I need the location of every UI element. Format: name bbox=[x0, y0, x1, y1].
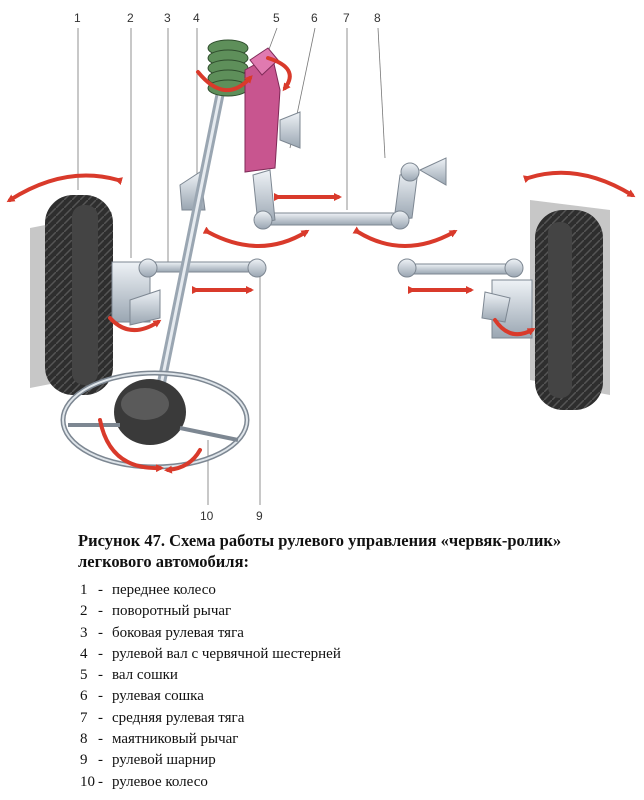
motion-arrows bbox=[6, 56, 636, 474]
callout-label-1: 1 bbox=[74, 11, 81, 25]
legend-text: средняя рулевая тяга bbox=[112, 709, 245, 726]
legend-dash: - bbox=[98, 752, 103, 769]
steering-linkage bbox=[129, 111, 524, 326]
legend-text: переднее колесо bbox=[112, 582, 216, 598]
legend-item-4: 4-рулевой вал с червячной шестерней bbox=[80, 644, 620, 665]
figure-caption: Рисунок 47. Схема работы рулевого управл… bbox=[78, 530, 628, 572]
legend-item-9: 9-рулевой шарнир bbox=[80, 750, 620, 771]
callout-label-6: 6 bbox=[311, 11, 318, 25]
legend-number: 2 bbox=[80, 603, 88, 620]
legend-dash: - bbox=[98, 582, 103, 598]
legend-text: рулевой шарнир bbox=[112, 752, 216, 769]
legend-item-5: 5-вал сошки bbox=[80, 665, 620, 686]
gearbox bbox=[244, 47, 281, 173]
legend-item-10: 10-рулевое колесо bbox=[80, 772, 620, 793]
legend-number: 9 bbox=[80, 752, 88, 769]
callout-label-7: 7 bbox=[343, 11, 350, 25]
legend-text: поворотный рычаг bbox=[112, 603, 232, 620]
legend-dash: - bbox=[98, 773, 103, 790]
legend-text: вал сошки bbox=[112, 667, 178, 684]
legend-text: рулевое колесо bbox=[112, 773, 208, 790]
legend-text: боковая рулевая тяга bbox=[112, 624, 244, 641]
legend-number: 6 bbox=[80, 688, 88, 705]
legend-dash: - bbox=[98, 645, 103, 662]
legend-text: рулевая сошка bbox=[112, 688, 204, 705]
worm-gear bbox=[207, 39, 249, 97]
legend-item-3: 3-боковая рулевая тяга bbox=[80, 623, 620, 644]
legend-item-2: 2-поворотный рычаг bbox=[80, 601, 620, 622]
steering-diagram bbox=[6, 27, 636, 505]
legend-number: 1 bbox=[80, 582, 88, 598]
legend-item-8: 8-маятниковый рычаг bbox=[80, 729, 620, 750]
callout-label-3: 3 bbox=[164, 11, 171, 25]
right-front-wheel bbox=[491, 200, 610, 410]
callout-label-8: 8 bbox=[374, 11, 381, 25]
legend-number: 4 bbox=[80, 645, 88, 662]
steering-shaft bbox=[155, 65, 230, 395]
caption-line-1: Рисунок 47. Схема работы рулевого управл… bbox=[78, 531, 562, 550]
legend-number: 10 bbox=[80, 773, 95, 790]
caption-line-2: легкового автомобиля: bbox=[78, 552, 249, 571]
legend-text: рулевой вал с червячной шестерней bbox=[112, 645, 341, 662]
callout-label-10: 10 bbox=[200, 509, 214, 523]
legend-list: 1-переднее колесо 2-поворотный рычаг 3-б… bbox=[80, 580, 620, 793]
legend-dash: - bbox=[98, 688, 103, 705]
callout-leaders bbox=[77, 27, 386, 505]
legend-dash: - bbox=[98, 603, 103, 620]
legend-number: 7 bbox=[80, 709, 88, 726]
legend-number: 8 bbox=[80, 731, 88, 748]
steering-wheel bbox=[60, 370, 250, 470]
callout-label-9: 9 bbox=[256, 509, 263, 523]
legend-dash: - bbox=[98, 709, 103, 726]
legend-item-6: 6-рулевая сошка bbox=[80, 686, 620, 707]
legend-text: маятниковый рычаг bbox=[112, 731, 239, 748]
legend-item-1: 1-переднее колесо bbox=[80, 580, 620, 601]
legend-number: 5 bbox=[80, 667, 88, 684]
callout-label-2: 2 bbox=[127, 11, 134, 25]
callout-label-4: 4 bbox=[193, 11, 200, 25]
legend-dash: - bbox=[98, 624, 103, 641]
callout-label-5: 5 bbox=[273, 11, 280, 25]
legend-number: 3 bbox=[80, 624, 88, 641]
legend-dash: - bbox=[98, 731, 103, 748]
legend-dash: - bbox=[98, 667, 103, 684]
left-front-wheel bbox=[30, 195, 151, 395]
legend-item-7: 7-средняя рулевая тяга bbox=[80, 708, 620, 729]
